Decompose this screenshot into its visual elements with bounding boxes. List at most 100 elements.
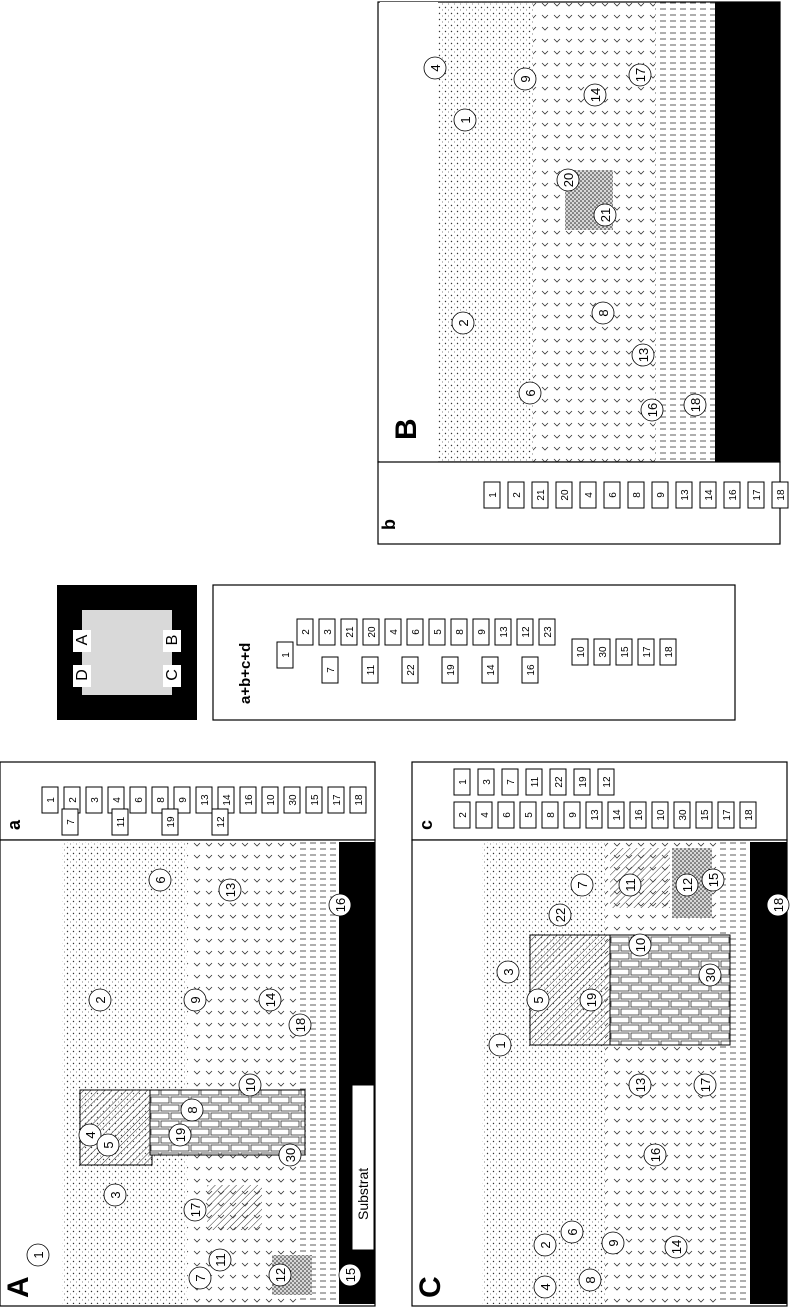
layer-number: 13 — [223, 883, 238, 897]
layer-label: 6 — [518, 381, 542, 405]
layer-number: 6 — [523, 389, 538, 396]
layer-number: 16 — [645, 403, 660, 417]
layer-label: 3 — [496, 960, 520, 984]
sequence-box: 13 — [675, 481, 693, 509]
layer-label: 8 — [180, 1098, 204, 1122]
sequence-box: 10 — [261, 786, 279, 814]
layer-number: 2 — [456, 319, 471, 326]
layer-label: 4 — [78, 1123, 102, 1147]
layer-number: 30 — [703, 968, 718, 982]
layer-label: 9 — [513, 67, 537, 91]
sequence-box: 9 — [173, 786, 191, 814]
sequence-box-label: 13 — [680, 489, 691, 501]
sequence-box-label: 17 — [722, 809, 733, 821]
sequence-box-label: 5 — [433, 629, 444, 635]
sequence-box-label: 6 — [134, 797, 145, 803]
sequence-box-label: 1 — [458, 779, 469, 785]
layer-number: 1 — [493, 1041, 508, 1048]
sequence-box: 14 — [699, 481, 717, 509]
sequence-box-label: 11 — [116, 816, 127, 827]
layer-label: 5 — [96, 1133, 120, 1157]
layer-number: 1 — [458, 116, 473, 123]
sequence-box-label: 11 — [366, 664, 377, 675]
layer-label: 20 — [556, 168, 580, 192]
sequence-box: 6 — [603, 481, 621, 509]
sequence-box-label: 2 — [301, 629, 312, 635]
layer-number: 6 — [153, 876, 168, 883]
layer-number: 19 — [173, 1128, 188, 1142]
layer-label: 1 — [26, 1243, 50, 1267]
sequence-box: 13 — [195, 786, 213, 814]
layer-number: 9 — [518, 75, 533, 82]
sequence-box: 19 — [441, 656, 459, 684]
layer-label: 21 — [593, 203, 617, 227]
sequence-box: 4 — [579, 481, 597, 509]
sequence-box: 7 — [61, 808, 79, 836]
sequence-box-label: 9 — [477, 629, 488, 635]
sequence-box: 2 — [296, 618, 314, 646]
layer-number: 4 — [428, 64, 443, 71]
sequence-box: 7 — [321, 656, 339, 684]
layer-label: 13 — [631, 343, 655, 367]
layer-label: 13 — [218, 878, 242, 902]
sequence-box-label: 1 — [46, 797, 57, 803]
layer-number: 16 — [648, 1148, 663, 1162]
sequence-box: 4 — [475, 801, 493, 829]
sequence-box-label: 8 — [546, 812, 557, 818]
sequence-box: 3 — [477, 768, 495, 796]
sequence-box: 1 — [483, 481, 501, 509]
layer-band-1 — [380, 2, 438, 462]
sequence-box: 30 — [673, 801, 691, 829]
layer-label: 15 — [701, 868, 725, 892]
layer-number: 11 — [213, 1253, 228, 1267]
layer-label: 18 — [288, 1013, 312, 1037]
layer-band-1 — [414, 842, 482, 1304]
sequence-box: 10 — [651, 801, 669, 829]
layer-label: 2 — [451, 311, 475, 335]
sequence-box-label: 20 — [367, 626, 378, 638]
layer-label: 14 — [664, 1235, 688, 1259]
sequence-box-label: 17 — [752, 489, 763, 501]
sequence-box: 30 — [283, 786, 301, 814]
layer-number: 17 — [188, 1203, 203, 1217]
layer-number: 17 — [633, 68, 648, 82]
sequence-box-label: 10 — [576, 646, 587, 658]
layer-number: 2 — [93, 996, 108, 1003]
sequence-box: 11 — [111, 808, 129, 836]
sequence-box-label: 7 — [506, 779, 517, 785]
sequence-box-label: 14 — [222, 794, 233, 806]
layer-label: 1 — [453, 108, 477, 132]
layer-band-14 — [257, 842, 299, 1304]
sequence-box: 2 — [507, 481, 525, 509]
sequence-box-label: 6 — [411, 629, 422, 635]
layer-number: 20 — [561, 173, 576, 187]
sequence-box: 11 — [525, 768, 543, 796]
layer-number: 3 — [501, 968, 516, 975]
sequence-box: 18 — [739, 801, 757, 829]
sequence-box-label: 9 — [178, 797, 189, 803]
key-map-label: A — [73, 630, 91, 652]
sequence-box-label: 14 — [486, 664, 497, 676]
layer-band-6 — [132, 842, 187, 1304]
layer-number: 17 — [698, 1078, 713, 1092]
sequence-box: 13 — [494, 618, 512, 646]
layer-number: 10 — [243, 1078, 258, 1092]
sequence-letter: c — [416, 820, 436, 830]
sequence-box-label: 19 — [446, 664, 457, 676]
layer-band-17 — [665, 842, 720, 1304]
layer-label: 9 — [183, 988, 207, 1012]
sequence-box: 23 — [538, 618, 556, 646]
layer-number: 18 — [771, 898, 786, 912]
layer-label: 4 — [423, 56, 447, 80]
substrate-band — [715, 2, 780, 462]
layer-label: 4 — [533, 1275, 557, 1299]
sequence-box: 19 — [161, 808, 179, 836]
sequence-box: 14 — [481, 656, 499, 684]
layer-label: 17 — [628, 63, 652, 87]
